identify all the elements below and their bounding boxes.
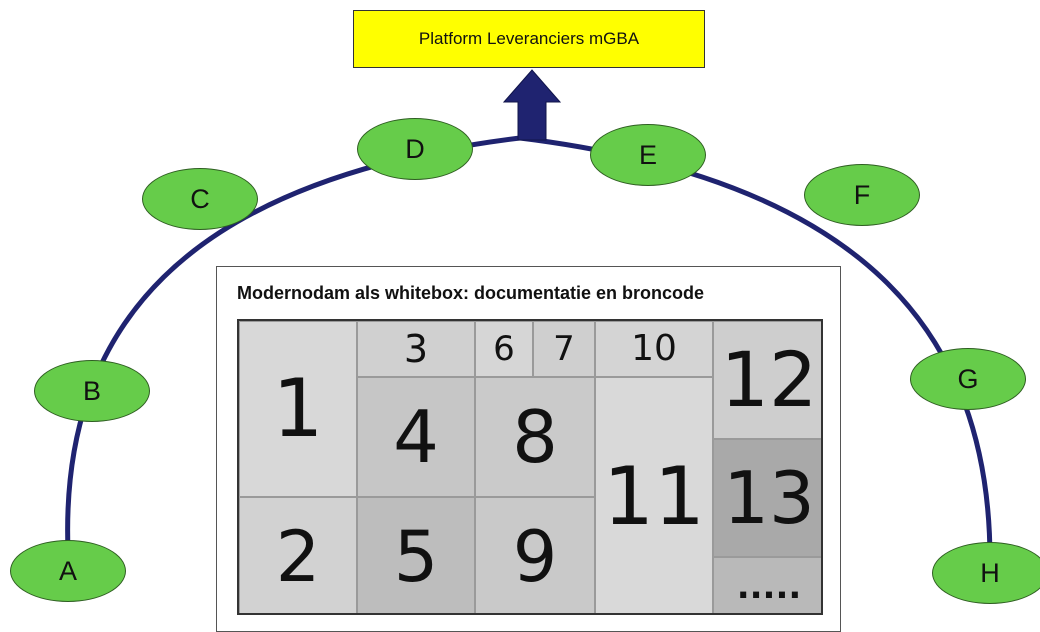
node-h-label: H (980, 557, 1000, 588)
puzzle-piece-4: 4 (357, 377, 475, 497)
puzzle-piece-9: 9 (475, 497, 595, 613)
puzzle-piece-7: 7 (533, 321, 595, 377)
puzzle-piece-3: 3 (357, 321, 475, 377)
puzzle-piece-2: 2 (239, 497, 357, 613)
puzzle-piece-5: 5 (357, 497, 475, 613)
node-c: C (142, 168, 258, 230)
puzzle-piece-12: 12 (713, 321, 821, 439)
puzzle-piece-1: 1 (239, 321, 357, 497)
node-e: E (590, 124, 706, 186)
node-e-label: E (638, 139, 657, 170)
node-c-label: C (190, 183, 210, 214)
whitebox-panel: Modernodam als whitebox: documentatie en… (216, 266, 841, 632)
node-a-label: A (58, 555, 77, 586)
panel-title: Modernodam als whitebox: documentatie en… (237, 283, 705, 303)
puzzle-piece-13: 13 (713, 439, 821, 557)
node-b-label: B (82, 375, 101, 406)
node-g: G (910, 348, 1026, 410)
node-d: D (357, 118, 473, 180)
puzzle-piece-more: ..... (713, 557, 821, 613)
up-arrow-icon (502, 69, 562, 141)
node-h: H (932, 542, 1040, 604)
platform-box: Platform Leveranciers mGBA (353, 10, 705, 68)
puzzle-piece-8: 8 (475, 377, 595, 497)
puzzle-piece-10: 10 (595, 321, 713, 377)
node-d-label: D (405, 133, 425, 164)
platform-label: Platform Leveranciers mGBA (418, 29, 640, 48)
puzzle-piece-6: 6 (475, 321, 533, 377)
puzzle-piece-11: 11 (595, 377, 713, 613)
node-a: A (10, 540, 126, 602)
puzzle-image: 1 2 3 4 5 6 7 8 9 10 11 12 13 ..... (237, 319, 823, 615)
node-g-label: G (957, 363, 979, 394)
node-f-label: F (853, 179, 871, 210)
node-f: F (804, 164, 920, 226)
node-b: B (34, 360, 150, 422)
